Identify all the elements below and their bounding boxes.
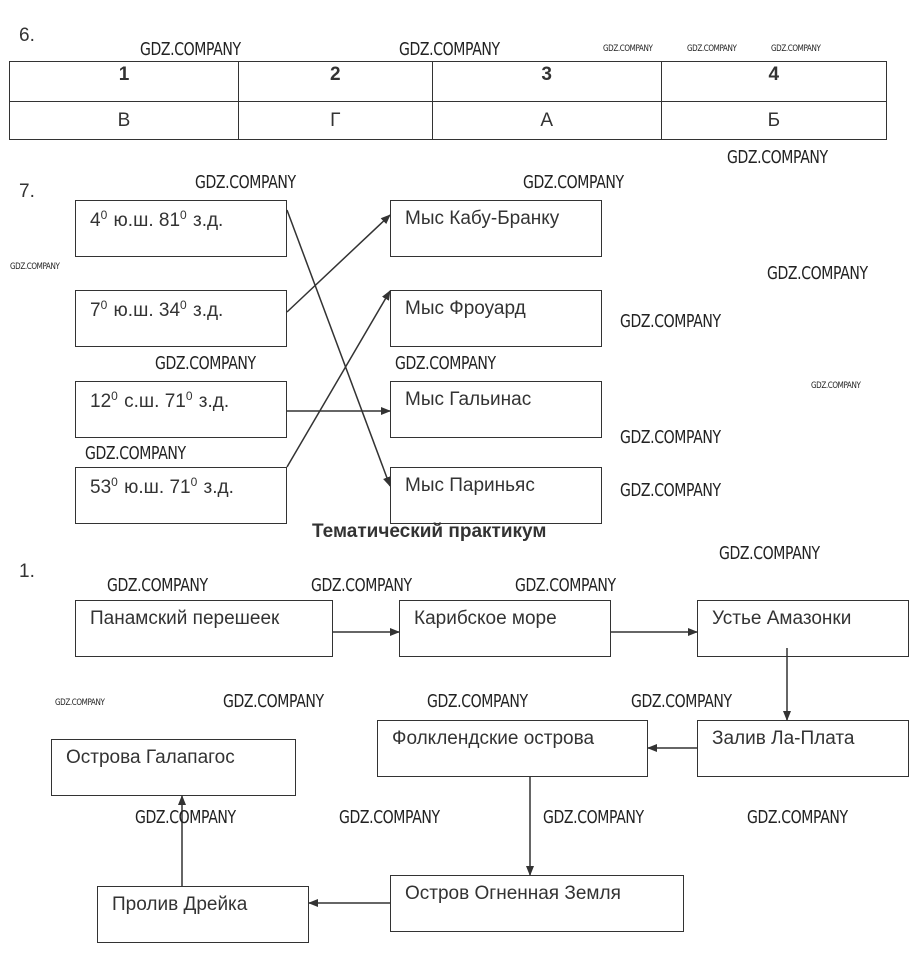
task1-number: 1. <box>19 561 35 582</box>
watermark: GDZ.COMPANY <box>767 263 868 284</box>
route-box: Залив Ла-Плата <box>697 720 909 777</box>
route-label: Карибское море <box>414 608 557 629</box>
watermark: GDZ.COMPANY <box>155 353 256 374</box>
watermark: GDZ.COMPANY <box>135 807 236 828</box>
table-answer-cell: В <box>9 101 239 140</box>
route-box: Панамский перешеек <box>75 600 333 657</box>
route-label: Острова Галапагос <box>66 747 235 768</box>
route-label: Фолклендские острова <box>392 728 595 749</box>
cape-box: Мыс Гальинас <box>390 381 602 438</box>
coordinate-box: 120 с.ш. 710 з.д. <box>75 381 287 438</box>
coordinate-box: 530 ю.ш. 710 з.д. <box>75 467 287 524</box>
coordinate-text: 70 ю.ш. 340 з.д. <box>90 298 224 321</box>
route-box: Фолклендские острова <box>377 720 648 777</box>
watermark: GDZ.COMPANY <box>195 172 296 193</box>
table-answer-cell: А <box>431 101 662 140</box>
watermark: GDZ.COMPANY <box>10 262 60 272</box>
route-label: Остров Огненная Земля <box>405 883 621 904</box>
cape-label: Мыс Гальинас <box>405 389 532 410</box>
cape-box: Мыс Фроуард <box>390 290 602 347</box>
watermark: GDZ.COMPANY <box>311 575 412 596</box>
watermark: GDZ.COMPANY <box>395 353 496 374</box>
route-box: Устье Амазонки <box>697 600 909 657</box>
watermark: GDZ.COMPANY <box>399 39 500 60</box>
cape-label: Мыс Фроуард <box>405 298 526 319</box>
coordinate-text: 120 с.ш. 710 з.д. <box>90 389 230 412</box>
task6-number: 6. <box>19 25 35 46</box>
watermark: GDZ.COMPANY <box>55 698 105 708</box>
route-label: Панамский перешеек <box>90 608 280 629</box>
route-box: Пролив Дрейка <box>97 886 309 943</box>
watermark: GDZ.COMPANY <box>631 691 732 712</box>
watermark: GDZ.COMPANY <box>603 44 653 54</box>
match-arrow <box>286 290 391 468</box>
watermark: GDZ.COMPANY <box>620 311 721 332</box>
table-answer-cell: Г <box>237 101 433 140</box>
watermark: GDZ.COMPANY <box>107 575 208 596</box>
cape-label: Мыс Париньяс <box>405 475 535 496</box>
coordinate-box: 40 ю.ш. 810 з.д. <box>75 200 287 257</box>
watermark: GDZ.COMPANY <box>771 44 821 54</box>
table-answer-cell: Б <box>660 101 888 140</box>
route-label: Залив Ла-Плата <box>712 728 855 749</box>
route-box: Карибское море <box>399 600 611 657</box>
watermark: GDZ.COMPANY <box>515 575 616 596</box>
route-label: Пролив Дрейка <box>112 894 248 915</box>
cape-box: Мыс Кабу-Бранку <box>390 200 602 257</box>
cape-box: Мыс Париньяс <box>390 467 602 524</box>
table-header-cell: 3 <box>431 61 662 102</box>
watermark: GDZ.COMPANY <box>620 427 721 448</box>
match-arrow <box>286 209 391 487</box>
watermark: GDZ.COMPANY <box>85 443 186 464</box>
task7-number: 7. <box>19 181 35 202</box>
route-box: Острова Галапагос <box>51 739 296 796</box>
watermark: GDZ.COMPANY <box>687 44 737 54</box>
table-header-cell: 1 <box>9 61 239 102</box>
watermark: GDZ.COMPANY <box>523 172 624 193</box>
watermark: GDZ.COMPANY <box>223 691 324 712</box>
match-arrow <box>286 214 391 313</box>
table-header-cell: 4 <box>660 61 888 102</box>
watermark: GDZ.COMPANY <box>543 807 644 828</box>
coordinate-text: 530 ю.ш. 710 з.д. <box>90 475 234 498</box>
coordinate-box: 70 ю.ш. 340 з.д. <box>75 290 287 347</box>
watermark: GDZ.COMPANY <box>747 807 848 828</box>
watermark: GDZ.COMPANY <box>140 39 241 60</box>
cape-label: Мыс Кабу-Бранку <box>405 208 560 229</box>
watermark: GDZ.COMPANY <box>727 147 828 168</box>
watermark: GDZ.COMPANY <box>811 381 861 391</box>
coordinate-text: 40 ю.ш. 810 з.д. <box>90 208 224 231</box>
watermark: GDZ.COMPANY <box>427 691 528 712</box>
table-header-cell: 2 <box>237 61 433 102</box>
watermark: GDZ.COMPANY <box>339 807 440 828</box>
route-box: Остров Огненная Земля <box>390 875 684 932</box>
task6-answer-table: 1 2 3 4 В Г А Б <box>9 61 888 140</box>
watermark: GDZ.COMPANY <box>620 480 721 501</box>
route-label: Устье Амазонки <box>712 608 852 629</box>
watermark: GDZ.COMPANY <box>719 543 820 564</box>
section-heading: Тематический практикум <box>312 521 547 542</box>
